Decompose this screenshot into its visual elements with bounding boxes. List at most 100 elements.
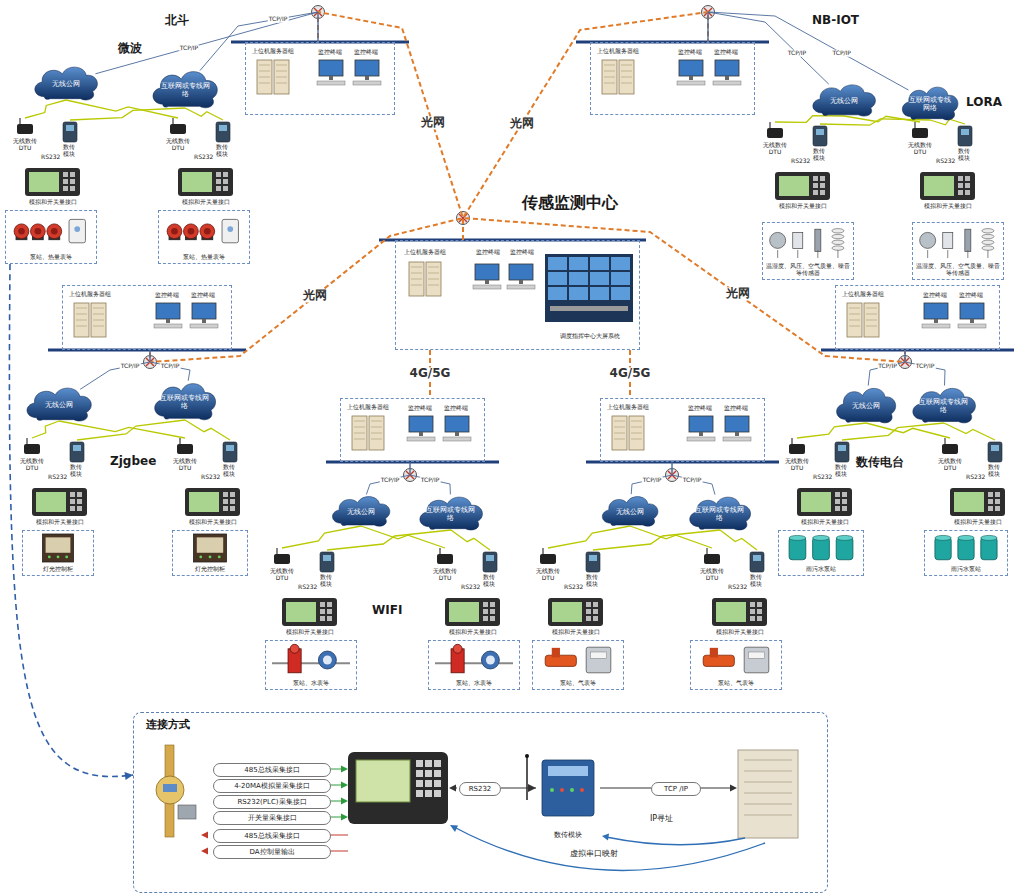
network-cloud: 互联网或专线网络 [150,378,220,422]
rtu-key [586,602,591,607]
cloud-label: 无线公网 [616,508,644,516]
device-label: 无线数传DTU [11,138,39,152]
device-label: 数传模块 [835,464,848,478]
device-label: 模拟和开关量接口 [445,629,500,636]
monitor-screen [192,303,216,319]
interface-label: RS232 [469,785,492,793]
server-slot [621,83,632,84]
pump-symbol [184,224,199,239]
field-device-box: 雨污水泵站 [924,530,1008,576]
rtu-screen [189,492,219,512]
rtu-device [25,168,80,196]
rtu-key [842,492,847,497]
device-label: 数传模块 [750,574,763,588]
terminal-label: 监控终端 [354,49,378,56]
dtu-icon [170,124,186,134]
device-label: 数传模块 [483,574,496,588]
cloud-label: 无线公网 [52,80,80,88]
device-label: RS232 [194,154,213,161]
rtu-screen [924,176,954,196]
server-slot [276,71,287,72]
pump-symbol [51,228,58,235]
device-label: 模拟和开关量接口 [25,199,80,206]
terminal-label: 监控终端 [923,292,947,299]
sensor-pole [967,250,968,258]
terminal-label: 监控终端 [678,49,702,56]
interface-pill: TCP /IP [651,782,701,796]
monitor-screen [319,60,343,76]
protocol-label: TCP/IP [179,45,200,52]
pump-symbol [204,228,211,235]
connector-line [868,350,905,386]
device-label: 模拟和开关量接口 [548,629,603,636]
terminal-label: 监控终端 [724,405,748,412]
rtu-key [223,172,228,177]
rtu-key [586,616,591,621]
rtu-key [320,602,325,607]
server-slot [866,326,877,327]
rtu-key [223,499,228,504]
device-caption: 灯光控制柜 [25,566,91,573]
screen-tile [611,287,630,300]
cloud-label: 互联网或专线网络 [424,506,477,522]
protocol-label: TCP/IP [420,476,441,483]
module-antenna [526,757,527,800]
dtu-antenna [945,438,946,444]
rtu-key [586,609,591,614]
dtu-icon [912,128,928,138]
connector [366,462,410,494]
network-cloud: 无线公网 [30,62,102,102]
connector-line [463,12,708,240]
flow-label: IP寻址 [650,814,673,823]
meter-dial [486,656,495,665]
network-cloud: 无线公网 [808,80,880,118]
rtu-device [712,598,767,626]
light-cabinet [43,534,74,562]
network-type-label: 微波 [118,42,142,56]
device-label: 数传模块 [216,144,229,158]
field-device-box: 灯光控制柜 [172,530,248,576]
data-module: 数传模块 [536,753,600,841]
monitor-screen [715,60,739,76]
terminal-label: 监控终端 [318,49,342,56]
server-slot [354,439,365,440]
connector-line [708,12,908,90]
rtu-key [820,183,825,188]
connector-line [708,12,829,84]
rtu-key [434,760,441,767]
rtu-key [593,609,598,614]
keyboard [687,437,715,441]
server-slot [866,314,877,315]
panel-title: 连接方式 [146,719,190,732]
cloud-outline [35,67,98,100]
server-slot [631,439,642,440]
protocol-label: TCP/IP [642,476,663,483]
wireless-link [32,421,59,438]
rtu-key [230,492,235,497]
monitor-screen [445,416,469,432]
rtu-key [223,506,228,511]
rtu-key [425,760,432,767]
server-group-box: 上位机服务器组监控终端监控终端 [590,42,755,115]
wireless-link [842,423,944,440]
rtu-key [77,499,82,504]
rtu-key [995,492,1000,497]
server-slot [428,267,439,268]
monitor-screen [156,303,180,319]
rtu-key [416,790,423,797]
module-screen [753,555,761,561]
connector-line [150,350,190,381]
module-led [550,788,554,792]
rtu-key [434,790,441,797]
server-group-label: 上位机服务器组 [404,249,446,256]
module-screen [486,555,494,561]
rtu-key [320,616,325,621]
rtu-key [425,770,432,777]
device-label: 数传模块 [320,574,333,588]
monitor-screen [679,60,703,76]
connector [708,12,829,84]
server-cabinet [352,416,367,450]
keyboard [407,437,435,441]
